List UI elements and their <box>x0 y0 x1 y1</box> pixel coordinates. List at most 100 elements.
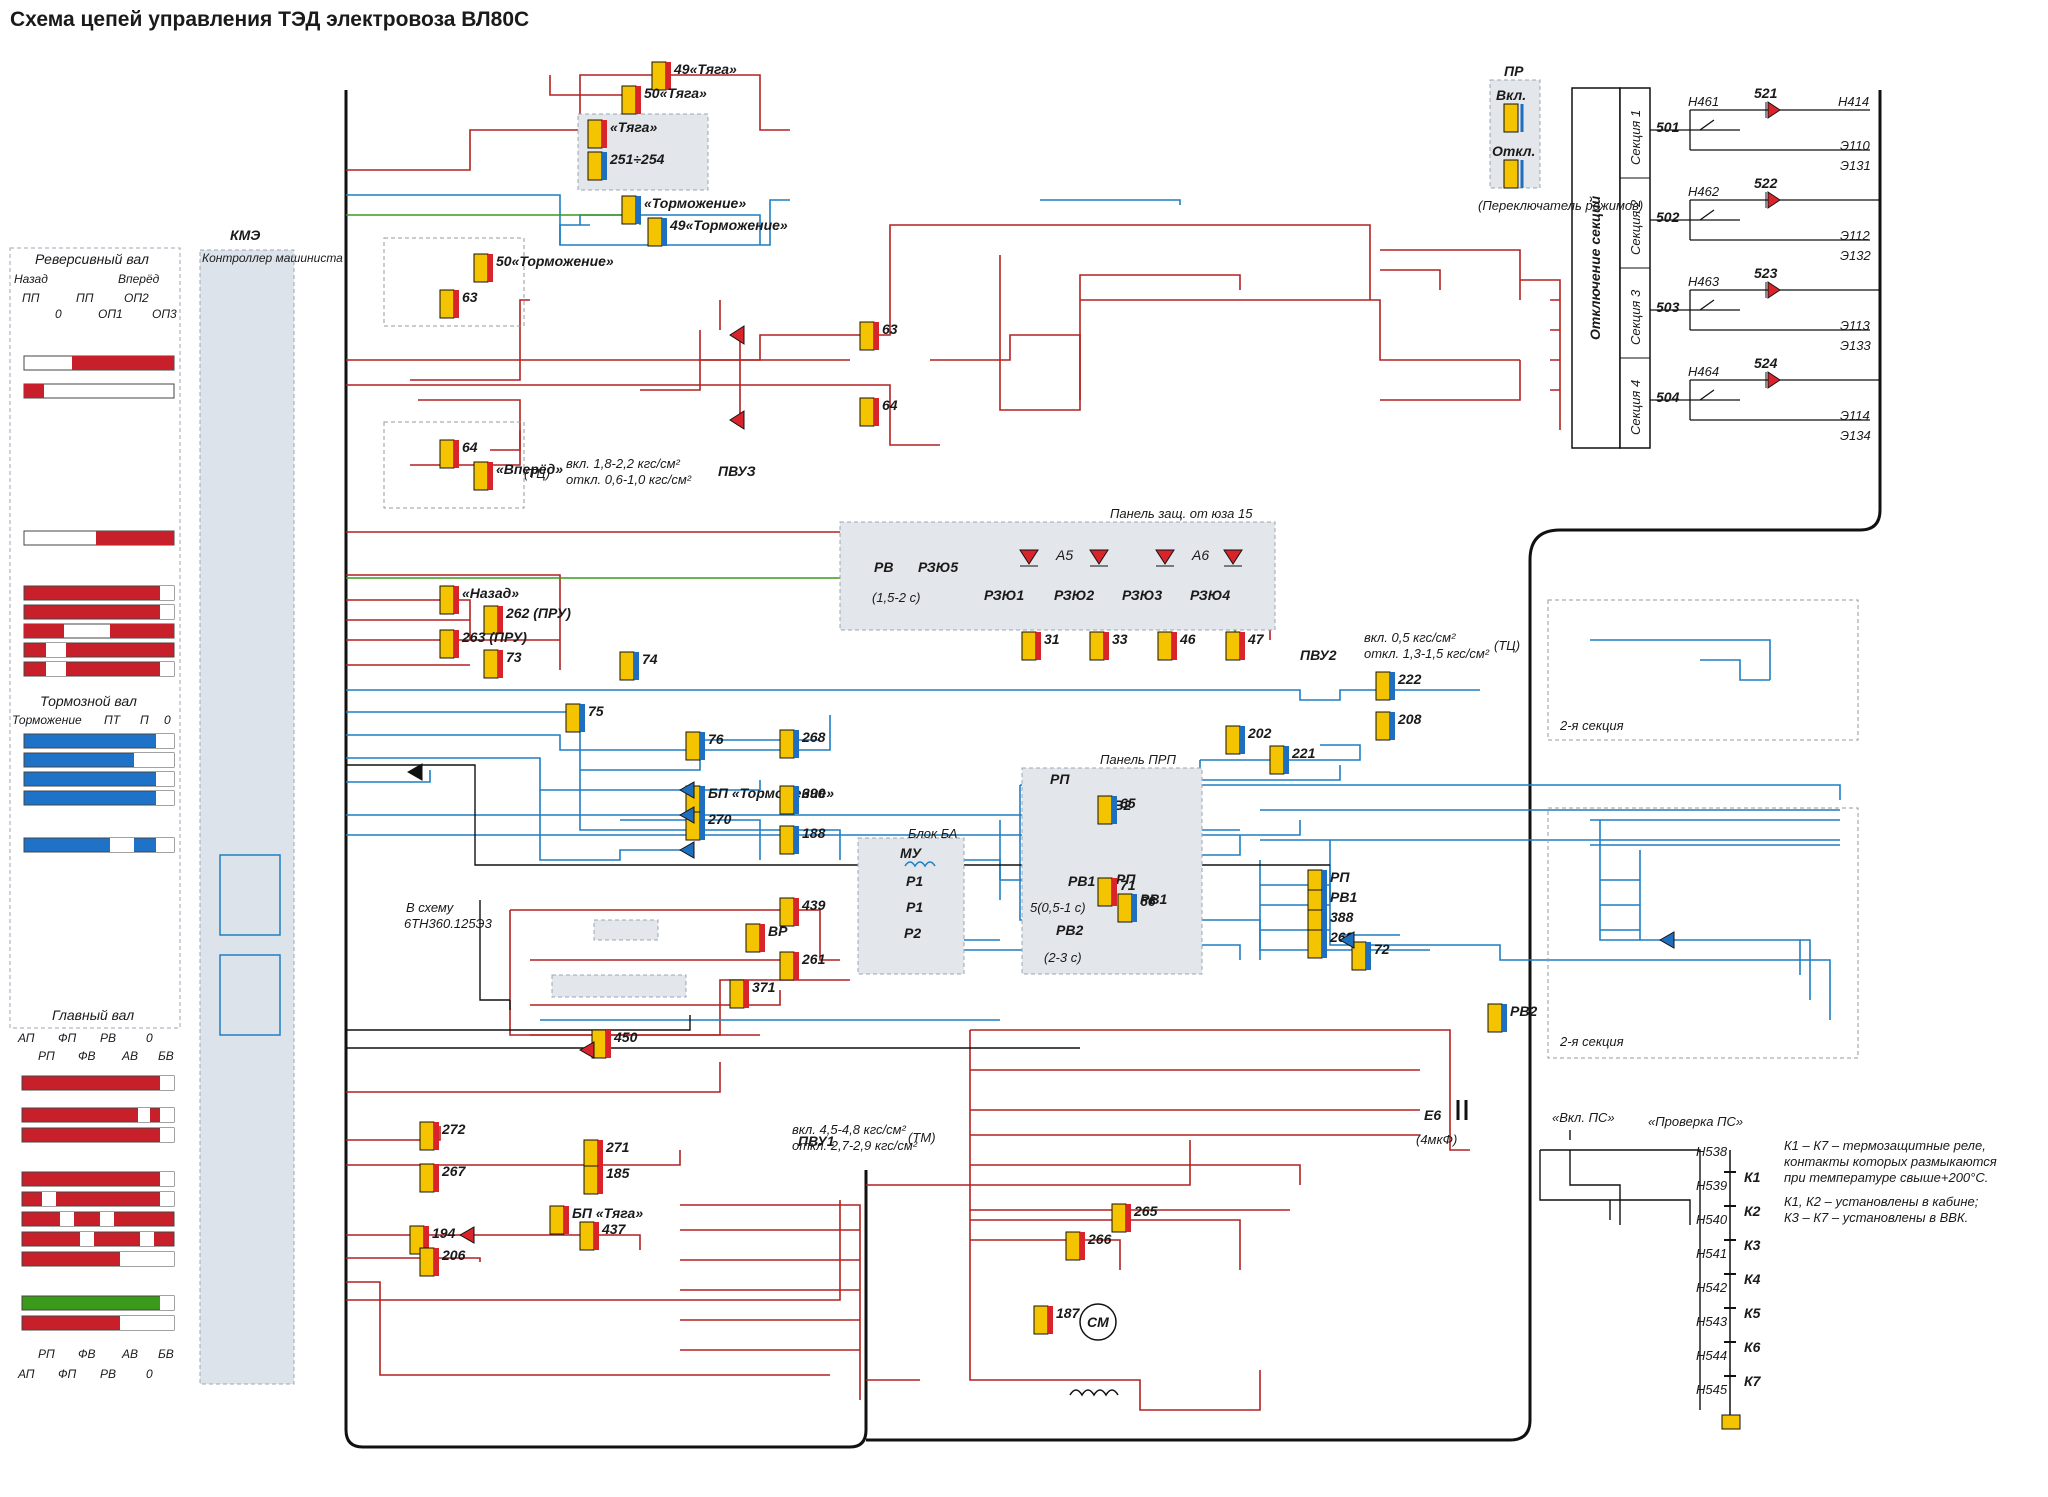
relay-coil: 208 <box>1375 711 1422 741</box>
relay-coil: 271 <box>583 1139 630 1169</box>
prp-rv1-contact: РВ1 <box>1068 873 1095 889</box>
main-pos-av-b: АВ <box>121 1347 138 1361</box>
relay-coil-label: 267 <box>441 1163 467 1179</box>
relay-coil-label: 65 <box>1120 795 1136 811</box>
wire-n461: Н461 <box>1688 94 1719 109</box>
ryu-rv: РВ <box>874 559 893 575</box>
main-pos-ap: АП <box>17 1031 35 1045</box>
relay-coil-label: 187 <box>1056 1305 1081 1321</box>
prp-delay1: 5(0,5-1 с) <box>1030 900 1086 915</box>
note-sec2: 2-я секция <box>1559 718 1624 733</box>
relay-coils: 49«Тяга»50«Тяга»«Тяга»251÷254«Торможение… <box>409 61 1537 1335</box>
ryu-delay: (1,5-2 с) <box>872 590 920 605</box>
relay-coil: 390 <box>779 785 826 815</box>
thermal-wire-label: Н542 <box>1696 1280 1728 1295</box>
ryu-rzyu3: РЗЮ3 <box>1122 587 1162 603</box>
relay-coil-label: 371 <box>752 979 776 995</box>
main-pos-ap-b: АП <box>17 1367 35 1381</box>
kme-subtitle: Контроллер машиниста <box>202 251 343 265</box>
note-k5: К3 – К7 – установлены в ВВК. <box>1784 1210 1968 1225</box>
relay-coil: 49«Тяга» <box>651 61 737 91</box>
panel-ba: Блок БА МУ Р1 Р1 Р2 <box>857 826 965 975</box>
ba-r1b: Р1 <box>906 899 923 915</box>
relay-coil: 33 <box>1089 631 1128 661</box>
note-pvu1: вкл. 4,5-4,8 кгс/см² <box>792 1122 906 1137</box>
brake-pos-0: 0 <box>164 713 171 727</box>
panel-ba-title: Блок БА <box>908 826 957 841</box>
relay-coil: 251÷254 <box>587 151 665 181</box>
ryu-rzyu1: РЗЮ1 <box>984 587 1024 603</box>
note-pvu2b: откл. 1,3-1,5 кгс/см² <box>1364 646 1490 661</box>
relay-coil-label: БП «Торможение» <box>708 785 834 801</box>
relay-coil-label: 390 <box>802 785 826 801</box>
relay-coil: 49«Торможение» <box>647 217 788 247</box>
relay-coil-label: 271 <box>605 1139 630 1155</box>
section-2: Секция 2 <box>1628 199 1643 255</box>
relay-coil: «Вперёд» <box>473 461 563 491</box>
relay-coil-label: «Тяга» <box>610 119 657 135</box>
wire-e110: Э110 <box>1840 138 1871 153</box>
relay-coil-label: 50«Тяга» <box>644 85 707 101</box>
switch-502: 502 <box>1656 209 1680 225</box>
main-pos-fv: ФВ <box>78 1049 96 1063</box>
brake-shaft-title: Тормозной вал <box>40 693 137 709</box>
relay-coil-label: 439 <box>801 897 826 913</box>
thermal-relay-label: К5 <box>1744 1305 1761 1321</box>
section-3: Секция 3 <box>1628 289 1643 345</box>
page-title: Схема цепей управления ТЭД электровоза В… <box>10 8 530 31</box>
relay-coil-label: 208 <box>1397 711 1422 727</box>
relay-coil: 450 <box>591 1029 638 1059</box>
wire-n463: Н463 <box>1688 274 1720 289</box>
relay-coil-label: БП «Тяга» <box>572 1205 643 1221</box>
note-k3: при температуре свыше+200°С. <box>1784 1170 1988 1185</box>
relay-coil: 63 <box>439 289 478 319</box>
section-1: Секция 1 <box>1628 110 1643 165</box>
relay-coil-label: 74 <box>642 651 658 667</box>
relay-coil-label: 63 <box>462 289 478 305</box>
relay-coil: 187 <box>1033 1305 1081 1335</box>
relay-coil: 71 <box>1097 877 1136 907</box>
note-k4: К1, К2 – установлены в кабине; <box>1784 1194 1979 1209</box>
note-pvu2c: (ТЦ) <box>1494 638 1520 653</box>
thermal-relay-label: К7 <box>1744 1373 1762 1389</box>
relay-coil: 64 <box>439 439 478 469</box>
thermal-relay-chain: К1К2К3К4К5К6К7Н538Н539Н540Н541Н542Н543Н5… <box>1696 1144 1762 1415</box>
relay-coil: 194 <box>409 1225 456 1255</box>
prp-rv2-contact: РВ2 <box>1056 922 1083 938</box>
label-pvu2: ПВУ2 <box>1300 647 1337 663</box>
rev-pos-op2: ОП2 <box>124 291 149 305</box>
relay-coil-label: 261 <box>801 951 826 967</box>
ba-r2: Р2 <box>904 925 921 941</box>
relay-coil: 206 <box>419 1247 466 1277</box>
rev-pos-0: 0 <box>55 307 62 321</box>
relay-coil: 265 <box>1111 1203 1158 1233</box>
relay-coil-label: 221 <box>1291 745 1316 761</box>
main-pos-rp-b: РП <box>38 1347 55 1361</box>
relay-coil-label: 46 <box>1179 631 1196 647</box>
rev-pos-pp2: ПП <box>76 291 94 305</box>
relay-coil-label: 265 <box>1133 1203 1158 1219</box>
relay-coil-label: 31 <box>1044 631 1060 647</box>
relay-coil-label: 50«Торможение» <box>496 253 614 269</box>
relay-coil-label: 76 <box>708 731 724 747</box>
wire-e131: Э131 <box>1840 158 1871 173</box>
label-prov-ps: «Проверка ПС» <box>1648 1114 1743 1129</box>
relay-coil-label: 222 <box>1397 671 1422 687</box>
main-pos-rv: РВ <box>100 1031 116 1045</box>
relay-coil-label: 75 <box>588 703 604 719</box>
thermal-wire-label: Н540 <box>1696 1212 1728 1227</box>
relay-coil-label: 188 <box>802 825 826 841</box>
diode-521: 521 <box>1754 85 1778 101</box>
diode-522: 522 <box>1754 175 1778 191</box>
motor-cm-label: СМ <box>1087 1314 1109 1330</box>
relay-coil-label: 263 (ПРУ) <box>461 629 527 645</box>
motor-cm: СМ <box>1069 1303 1119 1397</box>
main-pos-fv-b: ФВ <box>78 1347 96 1361</box>
relay-coil-label: 63 <box>882 321 898 337</box>
main-shaft-title: Главный вал <box>52 1007 134 1023</box>
switch-504: 504 <box>1656 389 1680 405</box>
mode-switch-caption: (Переключатель режимов) <box>1478 198 1643 213</box>
relay-coil: 262 (ПРУ) <box>483 605 571 635</box>
note-tc1b: откл. 0,6-1,0 кгс/см² <box>566 472 692 487</box>
kme-controller: КМЭ Контроллер машиниста <box>199 227 343 1385</box>
